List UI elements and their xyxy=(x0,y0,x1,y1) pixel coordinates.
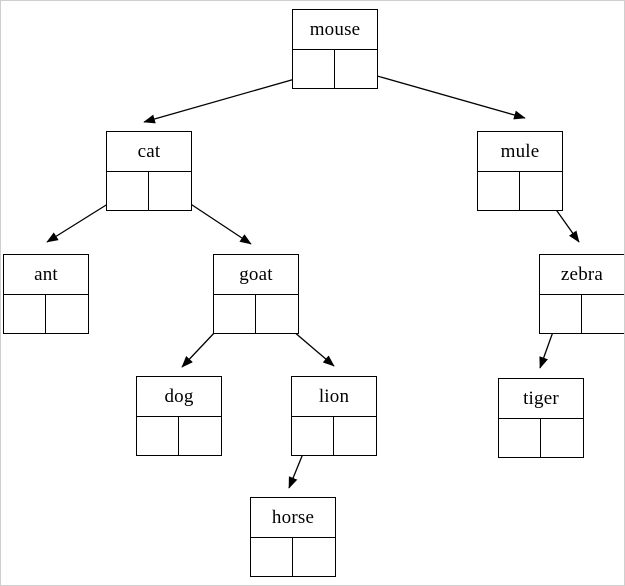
tree-node-goat[interactable]: goat xyxy=(213,254,299,334)
tree-node-cat[interactable]: cat xyxy=(106,131,192,211)
tree-node-pointer-row xyxy=(4,295,88,333)
tree-node-horse[interactable]: horse xyxy=(250,497,336,577)
tree-node-label: mouse xyxy=(293,10,377,50)
tree-node-right-pointer-cell[interactable] xyxy=(179,417,221,455)
tree-node-pointer-row xyxy=(478,172,562,210)
tree-node-right-pointer-cell[interactable] xyxy=(293,538,335,576)
tree-node-label: horse xyxy=(251,498,335,538)
tree-node-label: cat xyxy=(107,132,191,172)
tree-node-left-pointer-cell[interactable] xyxy=(478,172,520,210)
tree-node-right-pointer-cell[interactable] xyxy=(46,295,88,333)
tree-node-right-pointer-cell[interactable] xyxy=(256,295,298,333)
tree-node-left-pointer-cell[interactable] xyxy=(214,295,256,333)
tree-node-label: dog xyxy=(137,377,221,417)
tree-node-zebra[interactable]: zebra xyxy=(539,254,624,334)
tree-node-mule[interactable]: mule xyxy=(477,131,563,211)
tree-edge-mouse-to-mule xyxy=(355,69,526,120)
tree-node-tiger[interactable]: tiger xyxy=(498,378,584,458)
tree-node-lion[interactable]: lion xyxy=(291,376,377,456)
tree-node-left-pointer-cell[interactable] xyxy=(107,172,149,210)
tree-node-label: goat xyxy=(214,255,298,295)
tree-node-pointer-row xyxy=(107,172,191,210)
tree-node-label: mule xyxy=(478,132,562,172)
tree-node-label: zebra xyxy=(540,255,624,295)
tree-node-label: lion xyxy=(292,377,376,417)
tree-node-left-pointer-cell[interactable] xyxy=(137,417,179,455)
tree-node-left-pointer-cell[interactable] xyxy=(293,50,335,88)
tree-node-pointer-row xyxy=(251,538,335,576)
tree-node-label: ant xyxy=(4,255,88,295)
tree-node-right-pointer-cell[interactable] xyxy=(335,50,377,88)
tree-node-left-pointer-cell[interactable] xyxy=(292,417,334,455)
tree-node-left-pointer-cell[interactable] xyxy=(499,419,541,457)
tree-node-pointer-row xyxy=(137,417,221,455)
tree-node-left-pointer-cell[interactable] xyxy=(4,295,46,333)
tree-node-right-pointer-cell[interactable] xyxy=(582,295,624,333)
tree-node-left-pointer-cell[interactable] xyxy=(540,295,582,333)
tree-node-pointer-row xyxy=(292,417,376,455)
tree-node-left-pointer-cell[interactable] xyxy=(251,538,293,576)
tree-node-pointer-row xyxy=(540,295,624,333)
tree-node-right-pointer-cell[interactable] xyxy=(541,419,583,457)
tree-node-right-pointer-cell[interactable] xyxy=(520,172,562,210)
tree-node-label: tiger xyxy=(499,379,583,419)
tree-node-right-pointer-cell[interactable] xyxy=(334,417,376,455)
tree-node-pointer-row xyxy=(499,419,583,457)
tree-node-pointer-row xyxy=(293,50,377,88)
tree-node-mouse[interactable]: mouse xyxy=(292,9,378,89)
tree-node-dog[interactable]: dog xyxy=(136,376,222,456)
tree-node-ant[interactable]: ant xyxy=(3,254,89,334)
tree-node-pointer-row xyxy=(214,295,298,333)
tree-node-right-pointer-cell[interactable] xyxy=(149,172,191,210)
